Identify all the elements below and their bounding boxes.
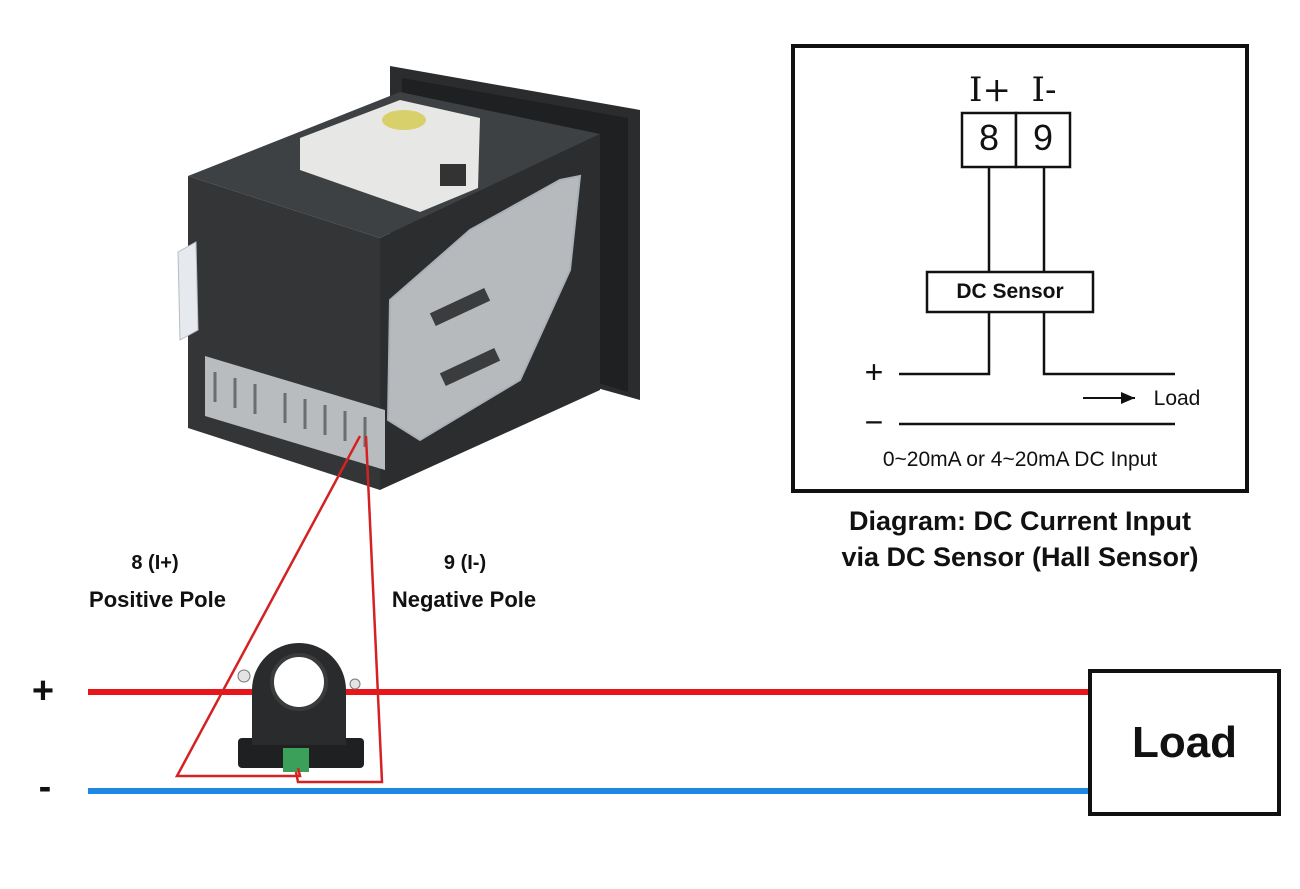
pin9-label-2: Negative Pole — [391, 587, 537, 612]
sensor-terminal — [283, 748, 309, 772]
qr-code — [440, 164, 466, 186]
terminal-8-box — [960, 111, 1018, 169]
terminal-block — [205, 356, 385, 470]
hall-sensor — [237, 643, 364, 772]
inset-sensor-label: DC Sensor — [956, 280, 1064, 303]
sensor-screw — [237, 669, 251, 683]
positive-sign: + — [31, 670, 55, 712]
mount-slot-2 — [439, 347, 501, 387]
inset-plus-line — [899, 312, 991, 376]
pin9-label-1: 9 (I-) — [443, 552, 487, 574]
meter-cert-sticker — [382, 110, 426, 130]
inset-sensor-box — [925, 270, 1095, 314]
terminal-screws — [213, 372, 367, 447]
inset-input-note: 0~20mA or 4~20mA DC Input — [882, 448, 1158, 471]
sensor-aperture-rim — [270, 653, 328, 711]
inset-load-label: Load — [1153, 387, 1201, 410]
arrow-head — [1121, 392, 1135, 404]
sensor-aperture — [272, 655, 326, 709]
negative-sign: - — [38, 766, 52, 808]
mount-slot-1 — [429, 287, 491, 327]
load-box: Load — [1088, 669, 1281, 816]
caption-line-2: via DC Sensor (Hall Sensor) — [841, 542, 1199, 572]
signal-wire-9 — [294, 435, 384, 784]
meter-mount-clip — [386, 174, 582, 442]
caption-line-1: Diagram: DC Current Input — [848, 506, 1191, 536]
schematic-inset: I+ I- 8 9 DC Sensor + − Load 0~20mA or 4… — [791, 44, 1249, 493]
signal-wire-8 — [174, 435, 362, 778]
meter-side-clip — [177, 241, 199, 341]
sensor-screw-2 — [349, 678, 361, 690]
pin8-label-1: 8 (I+) — [131, 552, 179, 574]
inset-terminal-label-iplus: I+ — [969, 70, 1011, 110]
meter-top-label — [300, 100, 480, 212]
inset-svg — [899, 111, 1175, 426]
inset-terminal-label-iminus: I- — [1031, 70, 1057, 110]
pin8-label-2: Positive Pole — [89, 587, 226, 612]
inset-plus-line-2 — [1042, 312, 1175, 376]
inset-plus-sign: + — [864, 354, 884, 390]
panel-meter — [177, 66, 640, 490]
load-label: Load — [1131, 717, 1238, 767]
inset-terminal-9: 9 — [1032, 117, 1054, 158]
inset-terminal-8: 8 — [978, 117, 1000, 158]
inset-minus-sign: − — [864, 404, 884, 440]
